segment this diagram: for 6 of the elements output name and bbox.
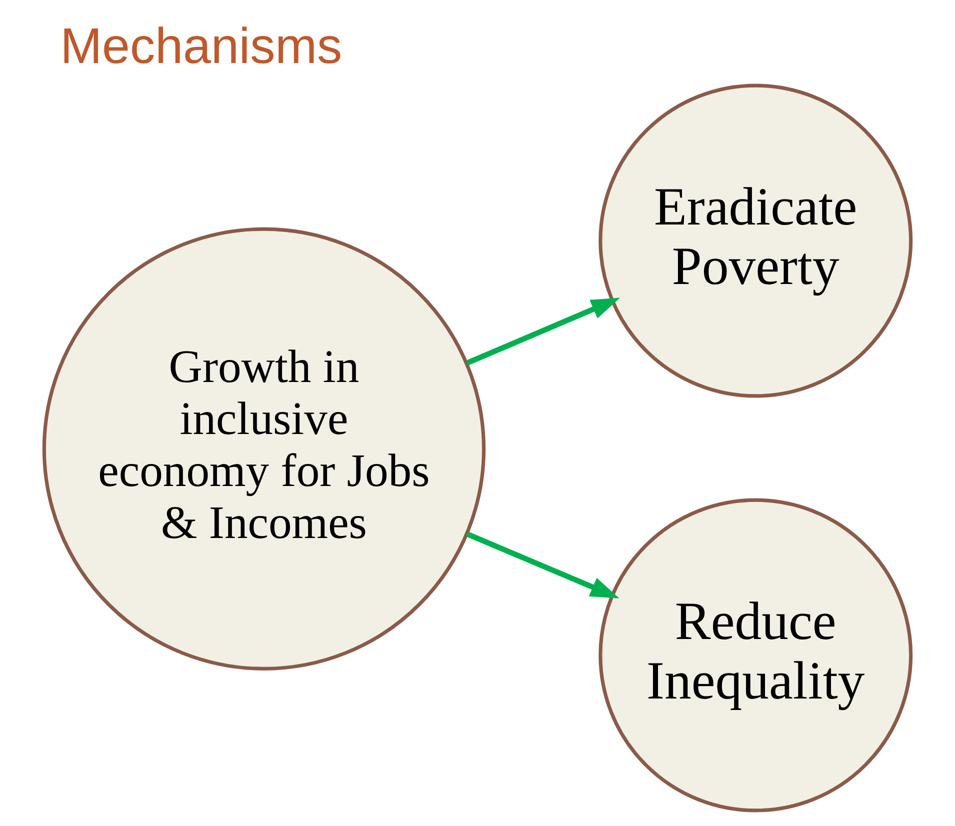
node-circle: Eradicate Poverty	[598, 84, 913, 398]
node-circle: Growth in inclusive economy for Jobs & Incomes	[42, 227, 486, 670]
node-circle: Reduce Inequality	[598, 498, 913, 812]
arrow	[466, 532, 620, 598]
diagram-title: Mechanisms	[60, 18, 342, 74]
arrow	[466, 298, 620, 366]
